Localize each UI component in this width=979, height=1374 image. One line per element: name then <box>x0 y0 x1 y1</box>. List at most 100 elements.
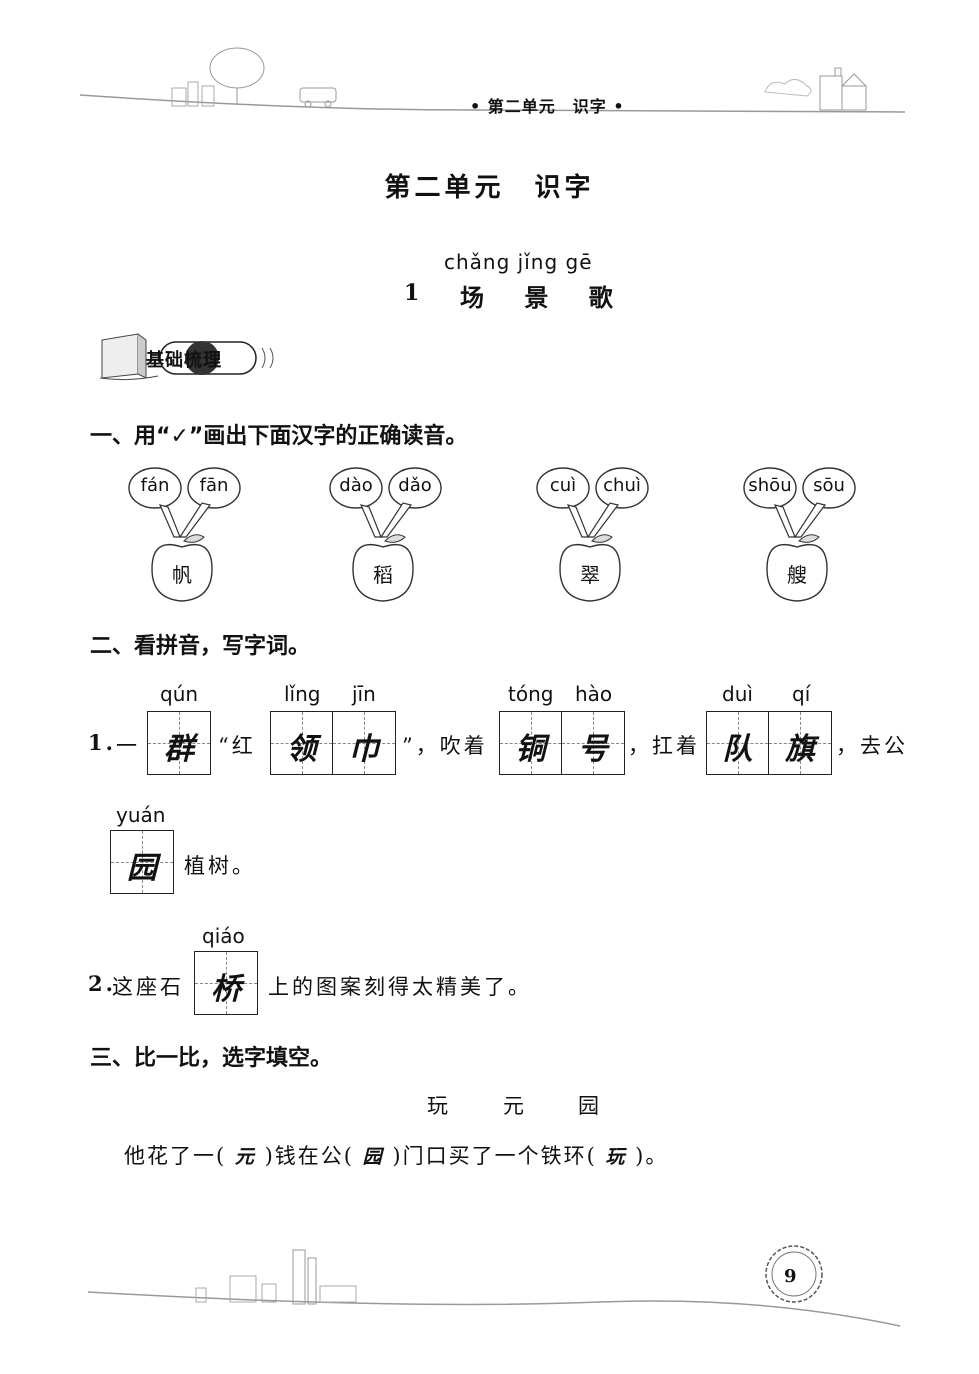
writing-grid-duiqi[interactable]: 队 旗 <box>706 711 832 775</box>
lesson-number: 1 <box>404 280 420 306</box>
q1-heading: 一、用“✓”画出下面汉字的正确读音。 <box>90 424 468 449</box>
pinyin-qi: qí <box>792 682 811 706</box>
unit-title: 第二单元 识字 <box>384 173 595 203</box>
q3-sentence-part-a: 他花了一( <box>124 1144 227 1168</box>
header-decoration <box>79 47 906 113</box>
choice-2: 元 <box>503 1094 524 1118</box>
pinyin-hao: hào <box>575 682 613 706</box>
stem-left <box>158 504 181 538</box>
item1-text-1: 一 <box>116 734 140 758</box>
writing-grid-qiao[interactable]: 桥 <box>194 951 258 1015</box>
page-number: 9 <box>784 1266 797 1287</box>
item2-number: 2. <box>88 971 116 996</box>
apple-item-2 <box>329 467 442 602</box>
apple-char: 艘 <box>787 563 807 587</box>
apple-leaf-icon <box>591 534 613 543</box>
section-badge-label: 基础梳理 <box>146 350 222 371</box>
item1-number: 1. <box>88 730 116 755</box>
q2-heading: 二、看拼音，写字词。 <box>90 634 311 659</box>
writing-grid-yuan[interactable]: 园 <box>110 830 174 894</box>
leaf-right[interactable] <box>595 467 649 509</box>
stem-right <box>178 502 212 538</box>
leaf-left[interactable] <box>536 467 590 509</box>
answer-hao: 号 <box>578 732 608 767</box>
answer-ling: 领 <box>286 732 317 767</box>
answer-dui: 队 <box>722 732 753 767</box>
stem-right <box>793 502 827 538</box>
answer-qiao: 桥 <box>211 972 241 1007</box>
item1-text-4: ，扛着 <box>628 734 700 758</box>
apple-leaf-icon <box>798 534 820 543</box>
leaf-left[interactable] <box>743 467 797 509</box>
answer-qun: 群 <box>164 732 194 767</box>
apple-char: 稻 <box>373 563 393 587</box>
stem-left <box>359 504 382 538</box>
apple-body <box>151 543 213 602</box>
writing-grid-qun[interactable]: 群 <box>147 711 211 775</box>
footer-decoration <box>87 1245 901 1327</box>
apple-item-3 <box>536 467 649 602</box>
apple-item-4 <box>743 467 856 602</box>
leaf-right[interactable] <box>388 467 442 509</box>
pinyin-jin: jīn <box>352 682 376 706</box>
apple-char: 帆 <box>172 563 192 587</box>
q3-answer-1[interactable]: 元 <box>234 1146 256 1168</box>
apple-char: 翠 <box>580 563 600 587</box>
apple-body <box>352 543 414 602</box>
apple-diagrams <box>128 467 856 602</box>
answer-jin: 巾 <box>349 732 379 767</box>
stem-right <box>379 502 413 538</box>
pinyin-yuan: yuán <box>116 803 166 827</box>
item1-text-3: ”，吹着 <box>402 734 488 758</box>
book-icon <box>99 333 274 381</box>
item1-text-2: “红 <box>218 734 256 758</box>
q3-answer-3[interactable]: 玩 <box>605 1146 627 1168</box>
pinyin-option-right: sōu <box>813 475 845 496</box>
lesson-pinyin: chǎng jǐng gē <box>444 250 593 274</box>
apple-leaf-icon <box>384 534 406 543</box>
choice-1: 玩 <box>427 1094 448 1118</box>
writing-grid-tonghao[interactable]: 铜 号 <box>499 711 625 775</box>
answer-yuan: 园 <box>127 851 157 886</box>
pinyin-option-right: fān <box>199 475 229 496</box>
section-badge: 基础梳理 <box>98 330 278 386</box>
pinyin-option-right: chuì <box>603 475 641 496</box>
q3-answer-2[interactable]: 园 <box>362 1146 384 1168</box>
pinyin-ling: lǐng <box>284 682 321 706</box>
pinyin-option-left: dào <box>339 475 373 496</box>
stem-left <box>773 504 796 538</box>
q3-sentence-part-d: )。 <box>635 1144 669 1168</box>
item2-text-1: 这座石 <box>112 975 184 999</box>
lesson-title: 场 景 歌 <box>460 283 629 312</box>
apple-leaf-icon <box>183 534 205 543</box>
choice-3: 园 <box>578 1094 599 1118</box>
pinyin-option-right: dǎo <box>398 475 432 496</box>
answer-tong: 铜 <box>515 732 546 767</box>
apple-body <box>559 543 621 602</box>
q3-sentence: 他花了一( 元 )钱在公( 园 )门口买了一个铁环( 玩 )。 <box>124 1140 668 1170</box>
apple-body <box>766 543 828 602</box>
item1-text-5: ，去公 <box>836 734 908 758</box>
pinyin-option-left: shōu <box>748 475 792 496</box>
q3-heading: 三、比一比，选字填空。 <box>90 1046 333 1071</box>
stem-left <box>566 504 589 538</box>
running-title: • 第二单元 识字 • <box>470 97 625 116</box>
q3-sentence-part-c: )门口买了一个铁环( <box>392 1144 597 1168</box>
leaf-right[interactable] <box>187 467 241 509</box>
leaf-left[interactable] <box>329 467 383 509</box>
q3-sentence-part-b: )钱在公( <box>264 1144 354 1168</box>
leaf-right[interactable] <box>802 467 856 509</box>
pinyin-dui: duì <box>722 682 753 706</box>
stem-right <box>586 502 620 538</box>
pinyin-tong: tóng <box>508 682 554 706</box>
apple-item-1 <box>128 467 241 602</box>
answer-qi: 旗 <box>785 732 815 767</box>
writing-grid-lingjin[interactable]: 领 巾 <box>270 711 396 775</box>
pinyin-option-left: fán <box>140 475 170 496</box>
pinyin-qun: qún <box>160 682 199 706</box>
pinyin-option-left: cuì <box>549 475 577 496</box>
item1-text-6: 植树。 <box>184 854 256 878</box>
pinyin-qiao: qiáo <box>202 924 245 948</box>
leaf-left[interactable] <box>128 467 182 509</box>
item2-text-2: 上的图案刻得太精美了。 <box>268 975 532 999</box>
